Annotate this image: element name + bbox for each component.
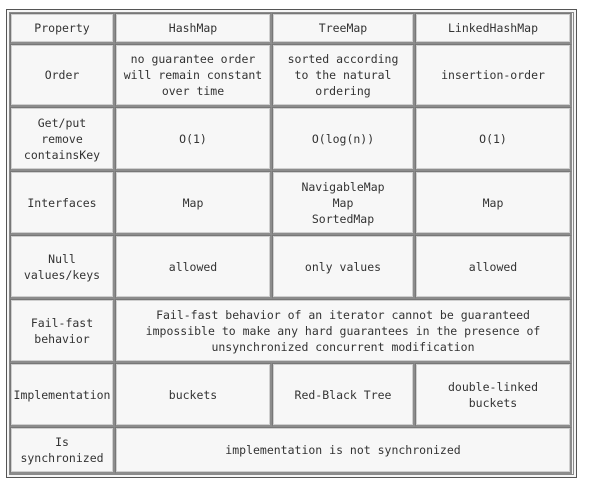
header-hashmap: HashMap — [115, 13, 272, 44]
row-label-null: Null values/keys — [10, 235, 115, 299]
interfaces-linkedhashmap-cell: Map — [415, 171, 572, 235]
null-linkedhashmap-cell: allowed — [415, 235, 572, 299]
null-treemap-cell: only values — [272, 235, 415, 299]
getput-hashmap-cell: O(1) — [115, 107, 272, 171]
order-linkedhashmap-cell: insertion-order — [415, 44, 572, 107]
getput-treemap-cell: O(log(n)) — [272, 107, 415, 171]
interfaces-treemap-cell: NavigableMap Map SortedMap — [272, 171, 415, 235]
row-label-getput: Get/put remove containsKey — [10, 107, 115, 171]
interfaces-hashmap-cell: Map — [115, 171, 272, 235]
header-linkedhashmap: LinkedHashMap — [415, 13, 572, 44]
implementation-hashmap-cell: buckets — [115, 363, 272, 427]
implementation-treemap-cell: Red-Black Tree — [272, 363, 415, 427]
implementation-linkedhashmap-cell: double-linked buckets — [415, 363, 572, 427]
row-label-failfast: Fail-fast behavior — [10, 299, 115, 363]
synchronized-merged-cell: implementation is not synchronized — [115, 427, 572, 474]
order-treemap-cell: sorted according to the natural ordering — [272, 44, 415, 107]
row-label-interfaces: Interfaces — [10, 171, 115, 235]
getput-linkedhashmap-cell: O(1) — [415, 107, 572, 171]
row-label-synchronized: Is synchronized — [10, 427, 115, 474]
order-hashmap-cell: no guarantee order will remain constant … — [115, 44, 272, 107]
failfast-merged-cell: Fail-fast behavior of an iterator cannot… — [115, 299, 572, 363]
header-treemap: TreeMap — [272, 13, 415, 44]
header-property: Property — [10, 13, 115, 44]
row-label-implementation: Implementation — [10, 363, 115, 427]
null-hashmap-cell: allowed — [115, 235, 272, 299]
row-label-order: Order — [10, 44, 115, 107]
